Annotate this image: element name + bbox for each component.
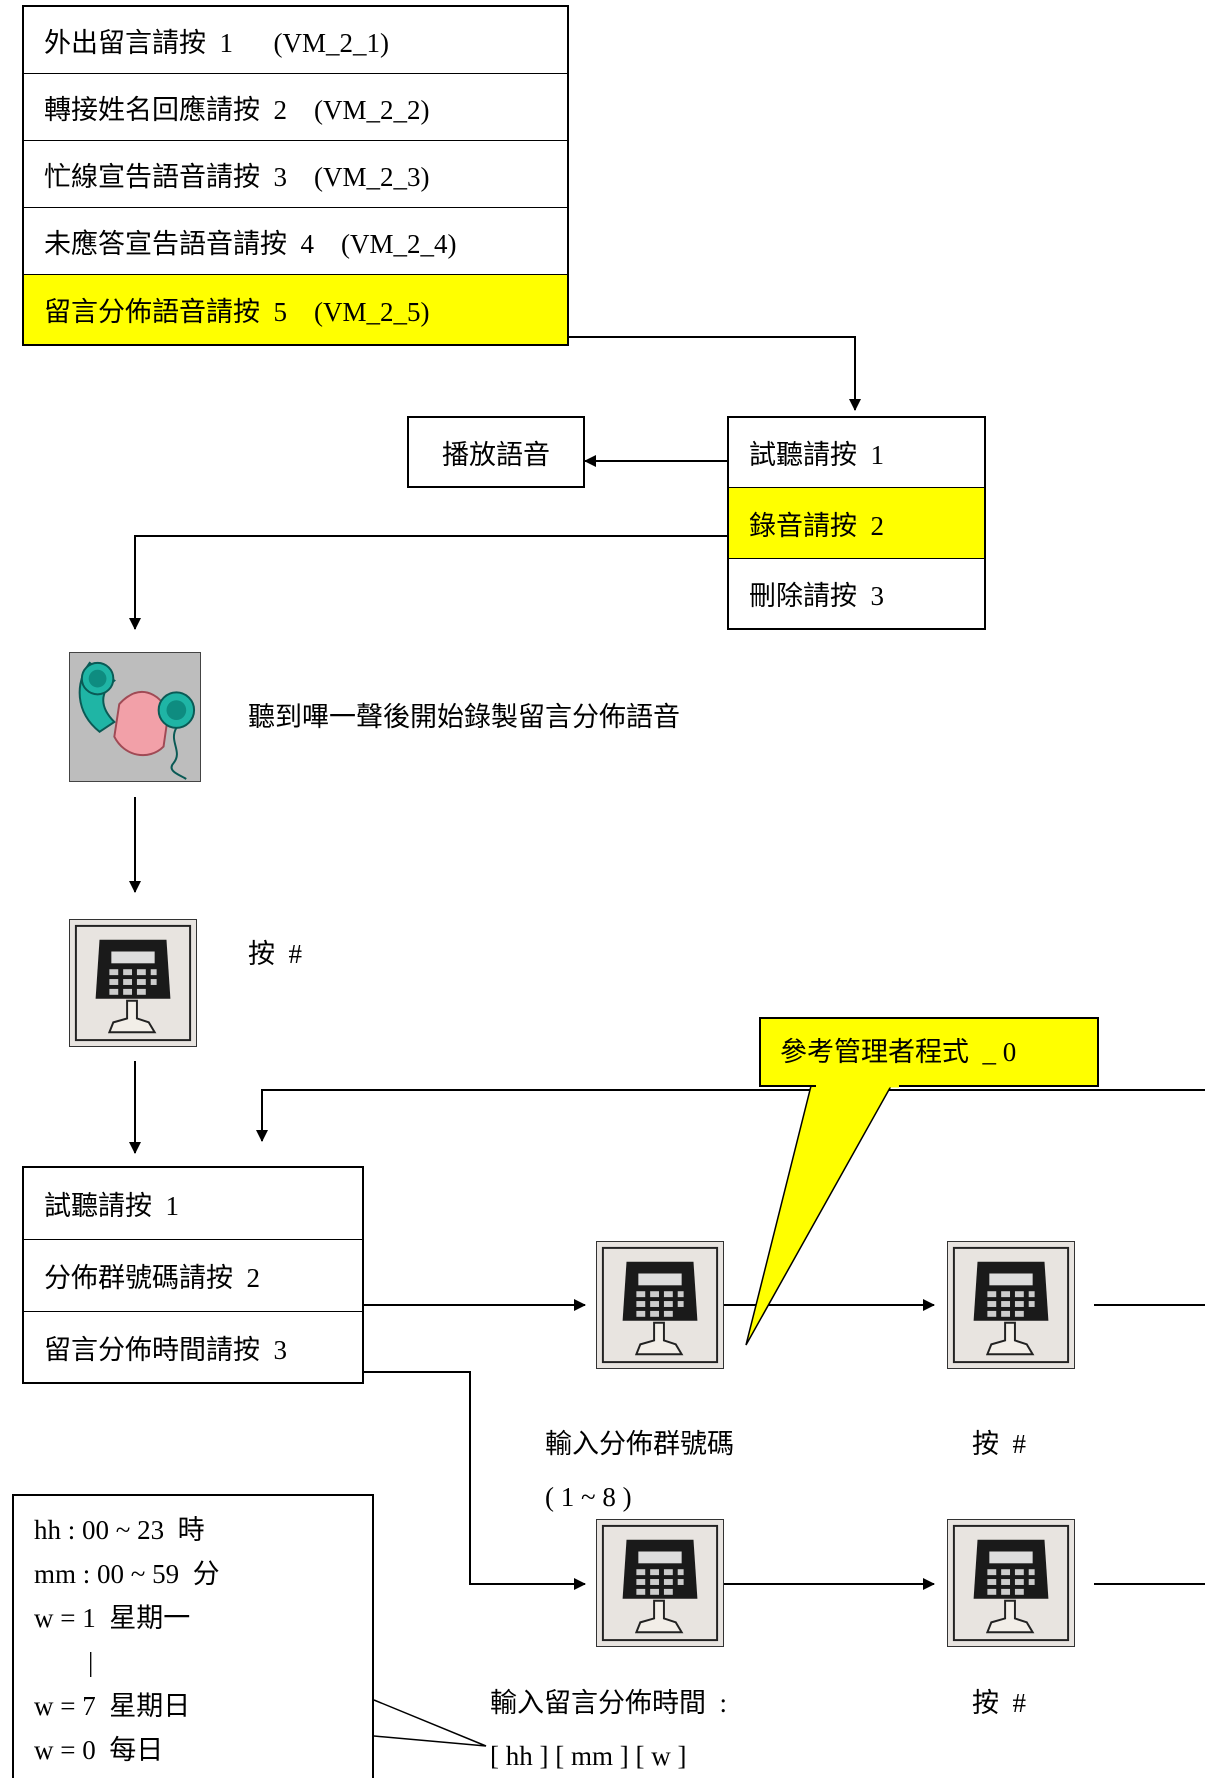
record-instruction: 聽到嗶一聲後開始錄製留言分佈語音	[248, 702, 680, 732]
legend-pointer	[373, 1699, 487, 1747]
time-format-label: [ hh ] [ mm ] [ w ]	[490, 1741, 687, 1771]
arrow-loop-back	[256, 1089, 1205, 1142]
menu-item-distribution-time[interactable]: 留言分佈時間請按 3	[44, 1334, 287, 1365]
arrow-record-to-phone	[129, 535, 727, 630]
voicemail-menu: 外出留言請按 1 (VM_2_1) 轉接姓名回應請按 2 (VM_2_2) 忙線…	[22, 5, 569, 346]
group-hash-label: 按 #	[972, 1429, 1026, 1459]
menu-item-vm-2-2[interactable]: 轉接姓名回應請按 2 (VM_2_2)	[24, 74, 567, 141]
group-range-label: ( 1 ~ 8 )	[545, 1482, 632, 1512]
group-input-label: 輸入分佈群號碼	[545, 1429, 734, 1459]
legend-line-mm: mm : 00 ~ 59 分	[34, 1559, 220, 1589]
keypad-icon	[69, 919, 197, 1047]
record-submenu: 試聽請按 1 錄音請按 2 刪除請按 3	[727, 416, 986, 630]
phone-handset-icon	[69, 652, 201, 782]
menu-item-vm-2-3[interactable]: 忙線宣告語音請按 3 (VM_2_3)	[24, 141, 567, 208]
submenu-item-record[interactable]: 錄音請按 2	[729, 488, 984, 559]
menu-item-listen[interactable]: 試聽請按 1	[24, 1168, 362, 1240]
press-hash-label: 按 #	[248, 939, 302, 969]
legend-line-w7: w = 7 星期日	[34, 1691, 191, 1721]
legend-line-hh: hh : 00 ~ 23 時	[34, 1515, 205, 1545]
arrow-time-to-keypad	[360, 1371, 586, 1590]
legend-line-w1: w = 1 星期一	[34, 1603, 191, 1633]
menu-item-vm-2-5[interactable]: 留言分佈語音請按 5 (VM_2_5)	[24, 275, 567, 344]
time-format-legend: hh : 00 ~ 23 時 mm : 00 ~ 59 分 w = 1 星期一 …	[12, 1494, 374, 1778]
submenu-item-delete[interactable]: 刪除請按 3	[749, 581, 884, 611]
keypad-icon	[947, 1241, 1075, 1369]
legend-line-ellipsis: |	[34, 1647, 94, 1677]
time-input-label: 輸入留言分佈時間 :	[490, 1688, 728, 1718]
menu-item-vm-2-1[interactable]: 外出留言請按 1 (VM_2_1)	[24, 7, 567, 74]
keypad-icon	[596, 1241, 724, 1369]
arrow-menu-to-submenu	[565, 336, 861, 411]
submenu-item-listen[interactable]: 試聽請按 1	[729, 418, 984, 488]
callout-pointer	[745, 1069, 902, 1346]
time-hash-label: 按 #	[972, 1688, 1026, 1718]
distribution-menu: 試聽請按 1 分佈群號碼請按 2 留言分佈時間請按 3	[22, 1166, 364, 1384]
legend-line-w0: w = 0 每日	[34, 1735, 164, 1765]
callout-bubble	[759, 1017, 1099, 1087]
play-voice-box: 播放語音	[407, 416, 585, 488]
menu-item-vm-2-4[interactable]: 未應答宣告語音請按 4 (VM_2_4)	[24, 208, 567, 275]
menu-item-group-number[interactable]: 分佈群號碼請按 2	[24, 1240, 362, 1312]
keypad-icon	[947, 1519, 1075, 1647]
keypad-icon	[596, 1519, 724, 1647]
callout-text: 參考管理者程式 _ 0	[780, 1037, 1017, 1067]
